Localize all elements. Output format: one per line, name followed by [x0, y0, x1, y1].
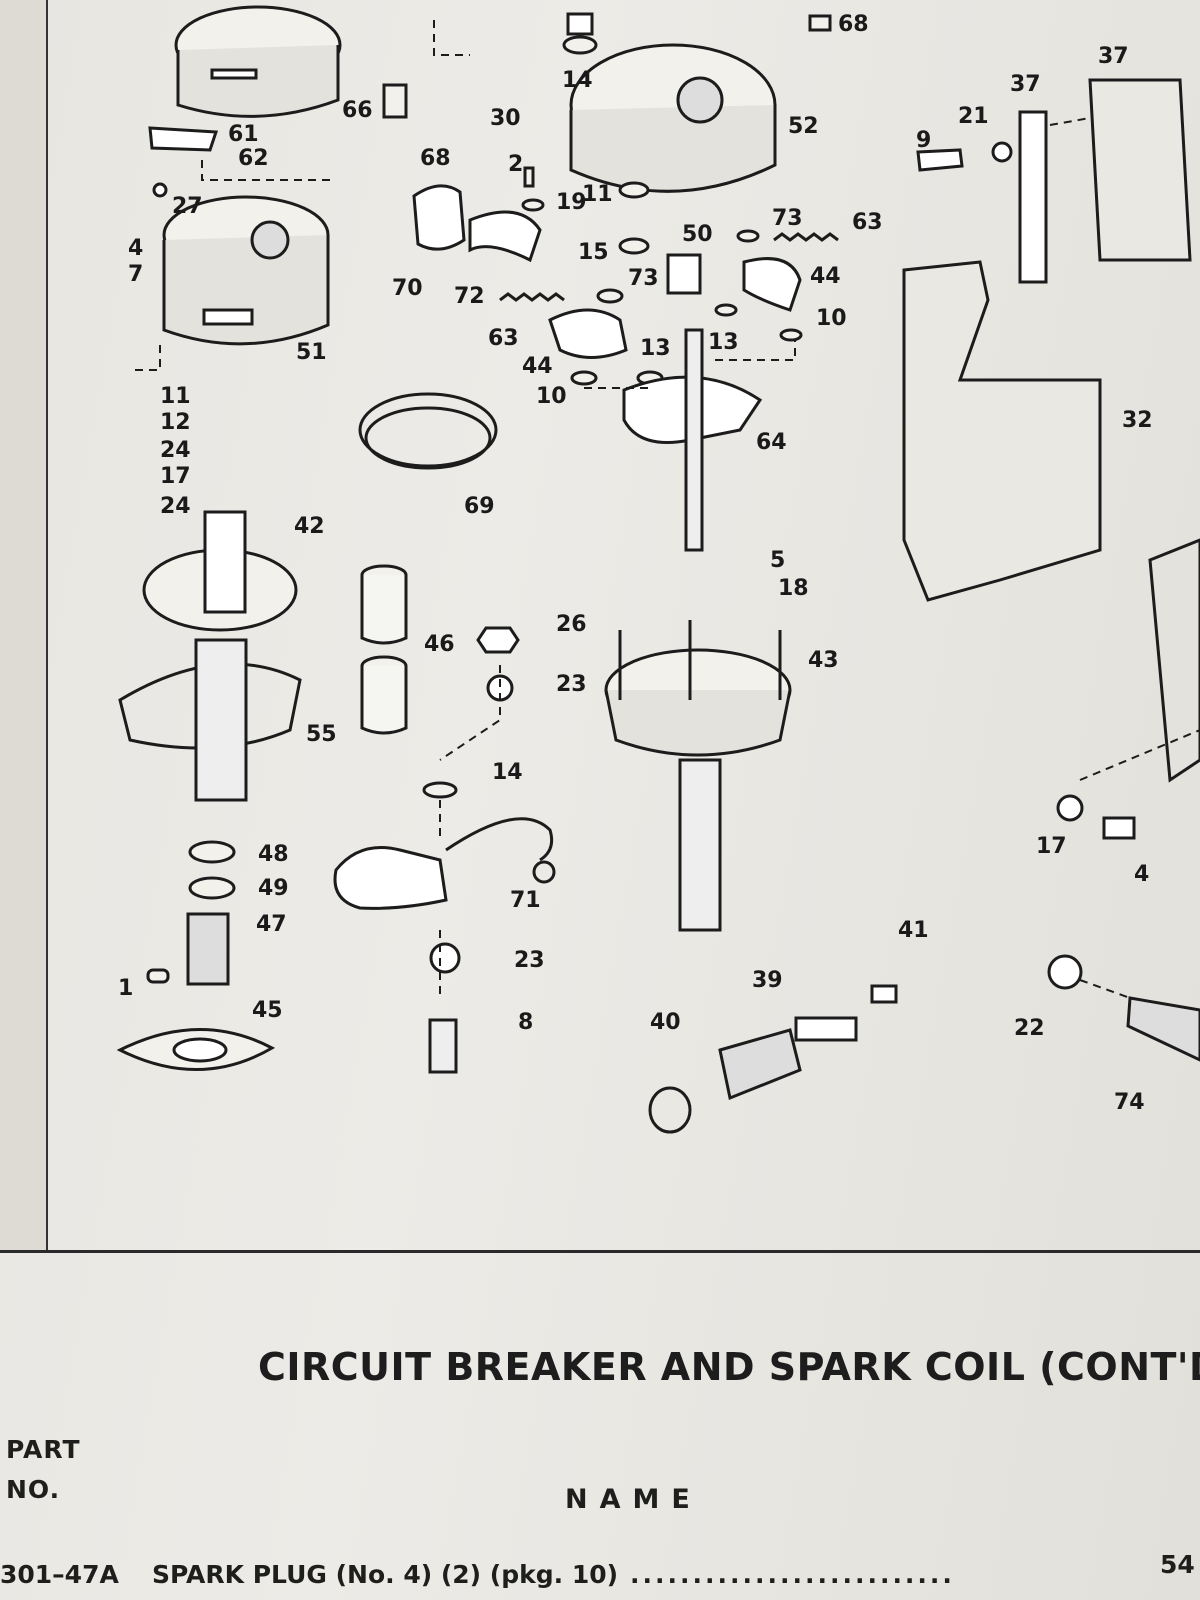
callout-63: 63: [488, 326, 519, 351]
callout-23: 23: [556, 672, 587, 697]
callout-70: 70: [392, 276, 423, 301]
callout-4: 4: [128, 236, 144, 261]
callout-32: 32: [1122, 408, 1153, 433]
callout-1: 1: [118, 976, 134, 1001]
callout-24: 24: [160, 438, 191, 463]
callout-37: 37: [1010, 72, 1041, 97]
callout-26: 26: [556, 612, 587, 637]
callout-12: 12: [160, 410, 191, 435]
callout-11: 11: [582, 182, 613, 207]
callout-15: 15: [578, 240, 609, 265]
callout-63: 63: [852, 210, 883, 235]
column-header-part-no: PART NO.: [6, 1430, 81, 1510]
callout-61: 61: [228, 122, 259, 147]
callout-30: 30: [490, 106, 521, 131]
callout-21: 21: [958, 104, 989, 129]
callout-42: 42: [294, 514, 325, 539]
callout-22: 22: [1014, 1016, 1045, 1041]
callout-5: 5: [770, 548, 786, 573]
callout-13: 13: [708, 330, 739, 355]
column-header-name: NAME: [565, 1484, 702, 1515]
callout-74: 74: [1114, 1090, 1145, 1115]
callout-66: 66: [342, 98, 373, 123]
callout-68: 68: [420, 146, 451, 171]
callout-9: 9: [916, 128, 932, 153]
column-header-part-line1: PART: [6, 1435, 81, 1464]
column-header-part-line2: NO.: [6, 1475, 61, 1504]
callout-64: 64: [756, 430, 787, 455]
part-name: SPARK PLUG (No. 4) (2) (pkg. 10): [152, 1560, 619, 1589]
callout-19: 19: [556, 190, 587, 215]
dot-leader: ..........................: [630, 1560, 955, 1589]
callout-51: 51: [296, 340, 327, 365]
callout-47: 47: [256, 912, 287, 937]
callout-48: 48: [258, 842, 289, 867]
callout-68: 68: [838, 12, 869, 37]
callout-69: 69: [464, 494, 495, 519]
callout-41: 41: [898, 918, 929, 943]
callout-40: 40: [650, 1010, 681, 1035]
callout-73: 73: [628, 266, 659, 291]
callout-10: 10: [536, 384, 567, 409]
callout-72: 72: [454, 284, 485, 309]
callout-45: 45: [252, 998, 283, 1023]
callout-17: 17: [1036, 834, 1067, 859]
callout-2: 2: [508, 152, 524, 177]
parts-table-row: 301–47A SPARK PLUG (No. 4) (2) (pkg. 10)…: [0, 1550, 1200, 1600]
exploded-parts-diagram: [116, 5, 1200, 1134]
callout-17: 17: [160, 464, 191, 489]
callout-44: 44: [810, 264, 841, 289]
section-title: CIRCUIT BREAKER AND SPARK COIL (CONT'D): [258, 1345, 1200, 1389]
callout-23: 23: [514, 948, 545, 973]
callout-37: 37: [1098, 44, 1129, 69]
callout-11: 11: [160, 384, 191, 409]
callout-4: 4: [1134, 862, 1150, 887]
callout-73: 73: [772, 206, 803, 231]
callout-24: 24: [160, 494, 191, 519]
callout-39: 39: [752, 968, 783, 993]
callout-27: 27: [172, 194, 203, 219]
callout-43: 43: [808, 648, 839, 673]
part-number: 301–47A: [0, 1560, 119, 1589]
callout-44: 44: [522, 354, 553, 379]
callout-13: 13: [640, 336, 671, 361]
callout-55: 55: [306, 722, 337, 747]
callout-49: 49: [258, 876, 289, 901]
section-divider: [0, 1250, 1200, 1253]
callout-71: 71: [510, 888, 541, 913]
callout-14: 14: [562, 68, 593, 93]
callout-50: 50: [682, 222, 713, 247]
callout-18: 18: [778, 576, 809, 601]
part-page-ref: 54: [1160, 1550, 1195, 1579]
callout-10: 10: [816, 306, 847, 331]
callout-62: 62: [238, 146, 269, 171]
callout-14: 14: [492, 760, 523, 785]
callout-52: 52: [788, 114, 819, 139]
callout-7: 7: [128, 262, 144, 287]
callout-46: 46: [424, 632, 455, 657]
callout-8: 8: [518, 1010, 534, 1035]
page-binding-edge: [0, 0, 48, 1250]
